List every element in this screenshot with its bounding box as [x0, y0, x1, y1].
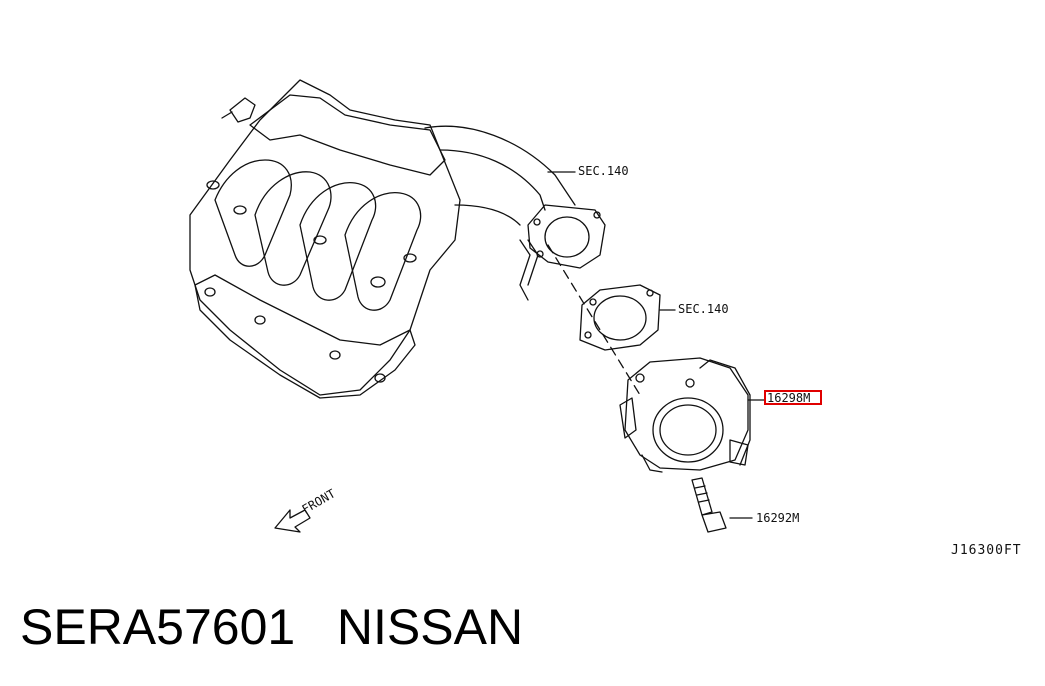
- label-sec140-lower: SEC.140: [678, 302, 729, 316]
- front-arrow-icon: [274, 509, 311, 533]
- label-16298m[interactable]: 16298M: [767, 391, 810, 405]
- intake-manifold: [189, 79, 576, 399]
- parts-diagram: SEC.140 SEC.140 16298M 16292M FRONT: [189, 79, 822, 533]
- throttle-body: [619, 357, 751, 473]
- caption: SERA57601 NISSAN: [20, 598, 523, 656]
- front-label: FRONT: [300, 486, 338, 516]
- upper-flange: [527, 204, 606, 269]
- caption-part-number: SERA57601: [20, 599, 296, 655]
- caption-brand: NISSAN: [336, 599, 524, 655]
- label-16292m[interactable]: 16292M: [756, 511, 799, 525]
- reference-code: J16300FT: [951, 543, 1022, 558]
- label-sec140-upper: SEC.140: [578, 164, 629, 178]
- gasket: [579, 284, 661, 351]
- bolt: [691, 477, 727, 533]
- highlight-box: [764, 390, 822, 405]
